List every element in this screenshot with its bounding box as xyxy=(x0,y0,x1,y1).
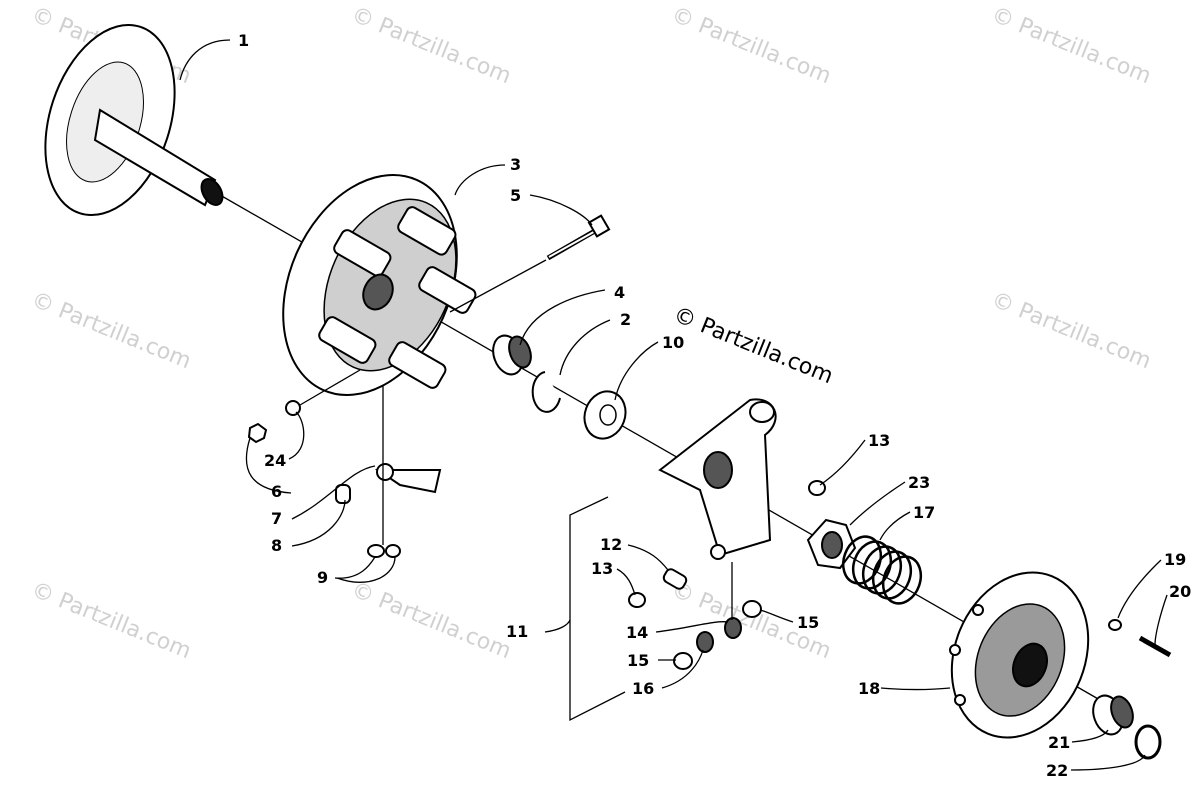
callout-5: 5 xyxy=(510,186,521,205)
watermark: © Partzilla.com xyxy=(668,2,835,89)
part-15-washer xyxy=(742,600,762,618)
callout-13: 13 xyxy=(591,559,613,578)
part-9-nuts xyxy=(367,544,401,558)
leader-line xyxy=(299,369,361,406)
part-20-screw xyxy=(1138,635,1172,658)
callout-13: 13 xyxy=(868,431,890,450)
part-22-snap-ring xyxy=(1134,724,1162,760)
part-15-washer xyxy=(673,652,693,670)
callout-labels: 1 2 3 4 5 6 7 8 9 10 11 12 13 13 14 15 1… xyxy=(238,31,1191,780)
part-4-bushing xyxy=(492,334,532,376)
callout-10: 10 xyxy=(662,333,684,352)
callout-9: 9 xyxy=(317,568,328,587)
part-3-spider-hub xyxy=(282,174,477,396)
part-10-washer xyxy=(583,390,627,440)
partzilla-credit: © Partzilla.com xyxy=(670,302,837,389)
watermark: © Partzilla.com xyxy=(28,287,195,374)
callout-19: 19 xyxy=(1164,550,1186,569)
callout-14: 14 xyxy=(626,623,648,642)
callout-17: 17 xyxy=(913,503,935,522)
part-16-roller xyxy=(696,631,714,653)
callout-18: 18 xyxy=(858,679,880,698)
part-19-washer xyxy=(1108,619,1122,631)
part-21-bushing xyxy=(1092,694,1134,736)
watermark: © Partzilla.com xyxy=(988,287,1155,374)
watermark: © Partzilla.com xyxy=(28,577,195,664)
callout-12: 12 xyxy=(600,535,622,554)
callout-22: 22 xyxy=(1046,761,1068,780)
bracket-11 xyxy=(569,496,626,722)
callout-11: 11 xyxy=(506,622,528,641)
callout-7: 7 xyxy=(271,509,282,528)
part-14-roller xyxy=(724,617,742,639)
callout-21: 21 xyxy=(1048,733,1070,752)
part-12-pin xyxy=(662,568,688,590)
part-18-cover xyxy=(949,571,1090,739)
callout-20: 20 xyxy=(1169,582,1191,601)
callout-3: 3 xyxy=(510,155,521,174)
part-8-pin xyxy=(335,484,351,504)
callout-23: 23 xyxy=(908,473,930,492)
callout-15: 15 xyxy=(797,613,819,632)
part-5-bolt xyxy=(449,214,611,313)
callout-8: 8 xyxy=(271,536,282,555)
callout-6: 6 xyxy=(271,482,282,501)
callout-15: 15 xyxy=(627,651,649,670)
callout-leaders xyxy=(179,39,1168,771)
part-7-lever xyxy=(374,463,442,494)
part-6-nut xyxy=(247,422,268,444)
part-24-washer xyxy=(285,400,301,416)
part-13-plug xyxy=(628,592,646,608)
part-23-nut xyxy=(806,518,857,570)
callout-1: 1 xyxy=(238,31,249,50)
watermark: © Partzilla.com xyxy=(348,577,515,664)
callout-24: 24 xyxy=(264,451,286,470)
part-1-sheave xyxy=(44,23,224,217)
part-17-spring xyxy=(841,535,923,605)
part-arm-weight xyxy=(658,398,777,560)
watermark: © Partzilla.com xyxy=(348,2,515,89)
callout-16: 16 xyxy=(632,679,654,698)
callout-4: 4 xyxy=(614,283,625,302)
watermark: © Partzilla.com xyxy=(988,2,1155,89)
callout-2: 2 xyxy=(620,310,631,329)
part-2-snap-ring xyxy=(531,371,561,413)
